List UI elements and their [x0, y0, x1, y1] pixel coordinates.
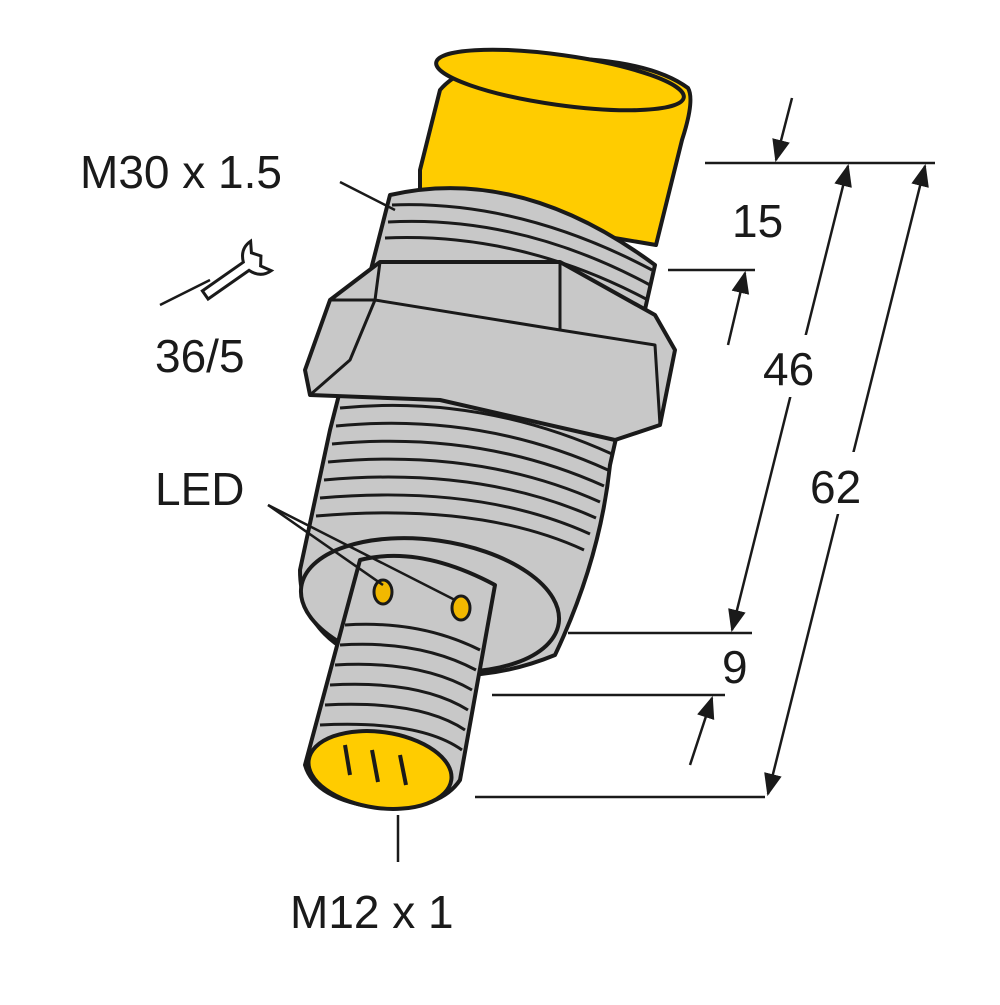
led-1: [372, 578, 394, 606]
dim-9-value: 9: [722, 641, 748, 693]
sensor-body: [298, 47, 693, 811]
leader-lines: [159, 180, 456, 862]
thread-leader: [339, 180, 396, 212]
dim-15-arrow-top: [772, 97, 794, 163]
thread-label: M30 x 1.5: [80, 146, 282, 198]
led-2: [450, 594, 472, 622]
wrench-leader: [159, 278, 211, 307]
led-label: LED: [155, 463, 244, 515]
led-leader-2: [267, 503, 456, 602]
connector-label: M12 x 1: [290, 886, 454, 938]
led-leader-1: [267, 503, 384, 587]
dim-62-value: 62: [810, 461, 861, 513]
dim-46-value: 46: [763, 343, 814, 395]
dim-15-arrow-bottom: [726, 270, 750, 346]
wrench-size-label: 36/5: [155, 330, 245, 382]
dim-9-arrow: [688, 695, 715, 766]
connector-grooves: [319, 622, 481, 752]
dim-15-value: 15: [732, 195, 783, 247]
wrench-icon: [200, 238, 275, 302]
connector-pins: [343, 744, 408, 786]
